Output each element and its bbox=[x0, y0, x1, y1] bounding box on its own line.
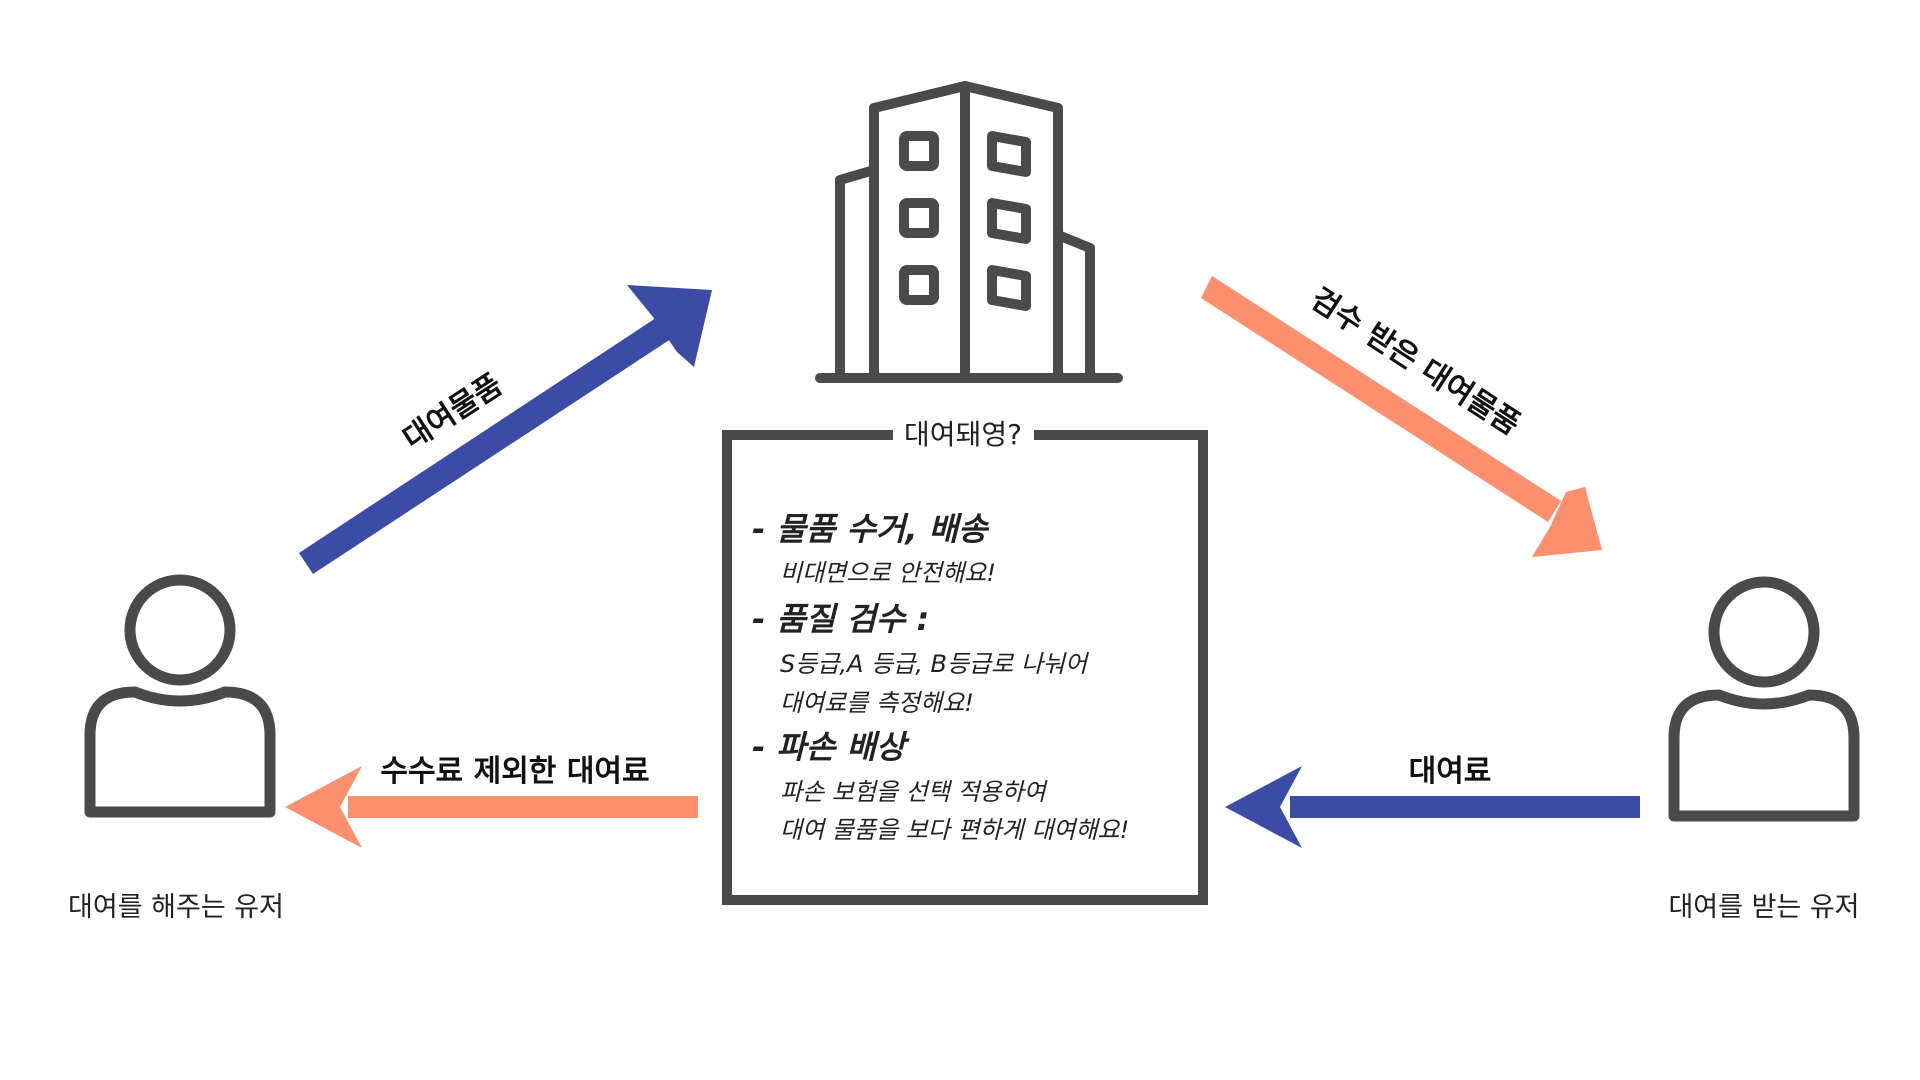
building-icon bbox=[815, 81, 1123, 383]
service-detail: 대여료를 측정해요! bbox=[780, 689, 974, 717]
user-icon bbox=[1668, 576, 1860, 822]
arrow-rental-fee-label: 대여료 bbox=[1409, 754, 1492, 789]
service-heading: - 품질 검수 : bbox=[752, 600, 929, 638]
service-detail: 대여 물품을 보다 편하게 대여해요! bbox=[780, 816, 1129, 844]
service-detail: 파손 보험을 선택 적용하여 bbox=[780, 778, 1049, 806]
service-detail: 비대면으로 안전해요! bbox=[780, 559, 996, 587]
arrow-inspected-item bbox=[1201, 276, 1602, 557]
service-box: 대여돼영? - 물품 수거, 배송 비대면으로 안전해요! - 품질 검수 : … bbox=[722, 418, 1208, 905]
arrow-fee-minus-commission-label: 수수료 제외한 대여료 bbox=[380, 754, 649, 789]
arrow-rental-item bbox=[299, 285, 712, 574]
service-heading: - 물품 수거, 배송 bbox=[752, 510, 990, 548]
lender-caption: 대여를 해주는 유저 bbox=[68, 892, 284, 923]
arrow-rental-fee bbox=[1225, 766, 1640, 848]
user-icon bbox=[84, 574, 276, 818]
arrow-fee-minus-commission bbox=[285, 766, 698, 848]
service-heading: - 파손 배상 bbox=[752, 728, 910, 766]
service-box-title: 대여돼영? bbox=[904, 418, 1022, 451]
borrower-caption: 대여를 받는 유저 bbox=[1668, 892, 1859, 923]
service-detail: S등급,A 등급, B등급로 나눠어 bbox=[780, 650, 1090, 678]
